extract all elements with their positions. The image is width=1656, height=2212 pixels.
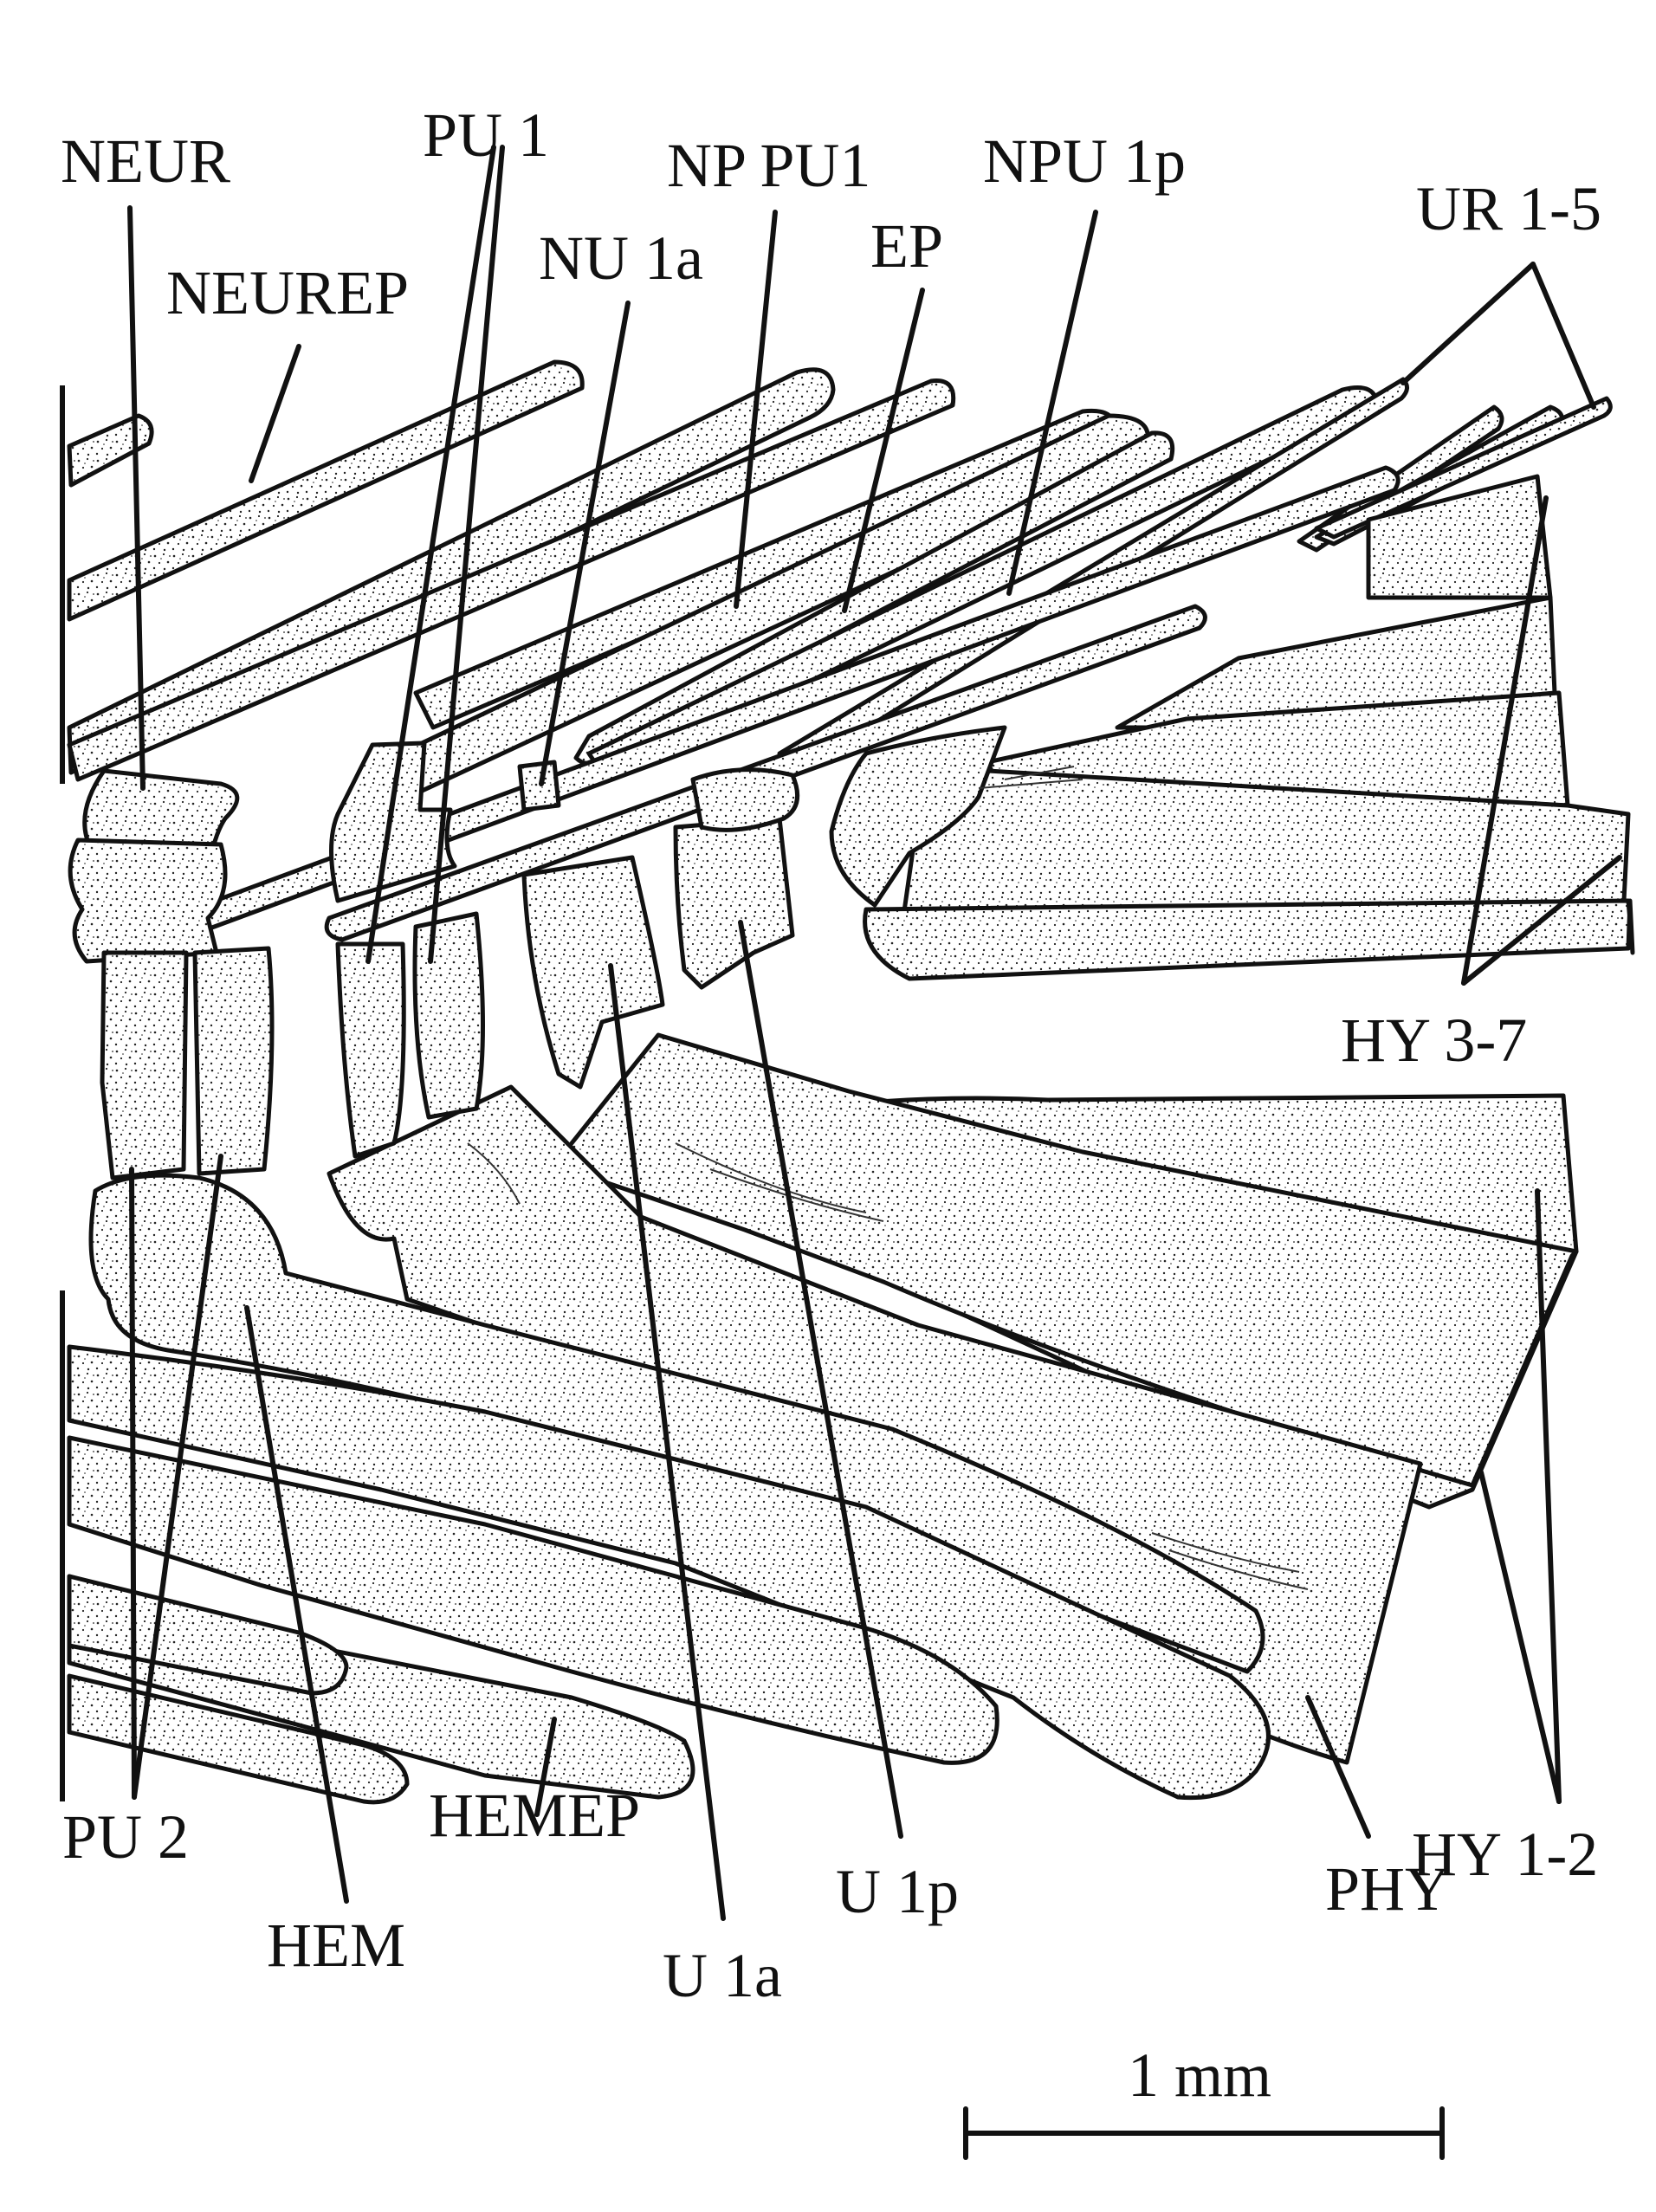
leader-hy12-b [1478, 1470, 1562, 1804]
label-nu-1a: NU 1a [539, 223, 703, 293]
leader-u-1a [608, 963, 726, 1921]
grain-lines-c [1151, 1532, 1309, 1590]
leader-np-pu1 [734, 210, 778, 609]
leader-npu-1p [1006, 210, 1098, 596]
neural-spine-fragment [67, 413, 154, 488]
grain-lines-a [978, 766, 1084, 789]
leader-lines [127, 145, 1622, 1921]
pu2-centrum-joint [68, 838, 228, 964]
leader-hy37-b [1461, 855, 1622, 986]
label-ur-1-5: UR 1-5 [1416, 174, 1601, 243]
label-pu2: PU 2 [62, 1802, 189, 1872]
label-hy-1-2: HY 1-2 [1412, 1820, 1598, 1889]
label-neur: NEUR [61, 126, 230, 196]
leader-pu2-b [132, 1154, 223, 1800]
hem-bone [88, 1173, 1265, 1674]
lower-rod-a [67, 1344, 1271, 1801]
leader-pu1-b [428, 145, 505, 964]
scale-bar-label: 1 mm [1128, 2041, 1271, 2110]
lower-rod-b [67, 1435, 999, 1765]
leader-neur [127, 205, 146, 791]
pu1-centrum-left [335, 941, 406, 1159]
labels: NEUR PU 1 NP PU1 NPU 1p UR 1-5 NEUREP NU… [61, 100, 1601, 2010]
pu2-centrum-left [100, 950, 189, 1180]
label-hemep: HEMEP [429, 1781, 640, 1850]
u-1p-spine-head [690, 767, 800, 832]
np-pu1-bone [573, 430, 1175, 766]
leader-phy [1305, 1695, 1371, 1839]
pu1-centrum-right [412, 911, 485, 1120]
label-hem: HEM [267, 1911, 405, 1980]
leader-pu1-a [365, 145, 496, 964]
scale-bar: 1 mm [963, 2041, 1445, 2160]
label-np-pu1: NP PU1 [667, 131, 870, 200]
hy-3-7-block-5 [863, 898, 1635, 981]
leader-hy12-a [1535, 1188, 1562, 1804]
upper-rod-b [67, 378, 956, 782]
leader-hem [244, 1305, 349, 1904]
label-neurep: NEUREP [166, 258, 409, 327]
grain-lines-d [467, 1142, 521, 1205]
leader-ur-b [1530, 262, 1596, 410]
leader-ep [842, 288, 925, 613]
nu-1a-nub [517, 760, 561, 812]
u-1a-centrum [521, 855, 665, 1090]
label-pu1: PU 1 [423, 100, 549, 170]
leader-nu-1a [539, 301, 631, 786]
u-1p-centrum [673, 816, 795, 990]
leader-u-1p [738, 920, 903, 1839]
label-ep: EP [870, 211, 943, 281]
leader-neurep [249, 344, 301, 483]
leader-hy37-a [1461, 495, 1549, 986]
leader-hemep [534, 1717, 557, 1817]
parhypural-neck-block [829, 725, 1007, 908]
pu1-neural-arch [329, 741, 457, 903]
leader-pu2-a [129, 1167, 137, 1800]
hemep-bone [67, 1574, 349, 1696]
label-u-1a: U 1a [663, 1941, 782, 2010]
pu2-centrum-right [192, 946, 275, 1176]
label-npu-1p: NPU 1p [983, 126, 1186, 196]
ur-bone-d [1314, 396, 1613, 540]
label-phy: PHY [1325, 1854, 1450, 1924]
label-hy-3-7: HY 3-7 [1341, 1006, 1527, 1075]
label-u-1p: U 1p [836, 1857, 959, 1926]
grain-lines-b [675, 1142, 884, 1222]
neurep-bone [67, 359, 585, 622]
leader-ur-a [1400, 262, 1536, 385]
